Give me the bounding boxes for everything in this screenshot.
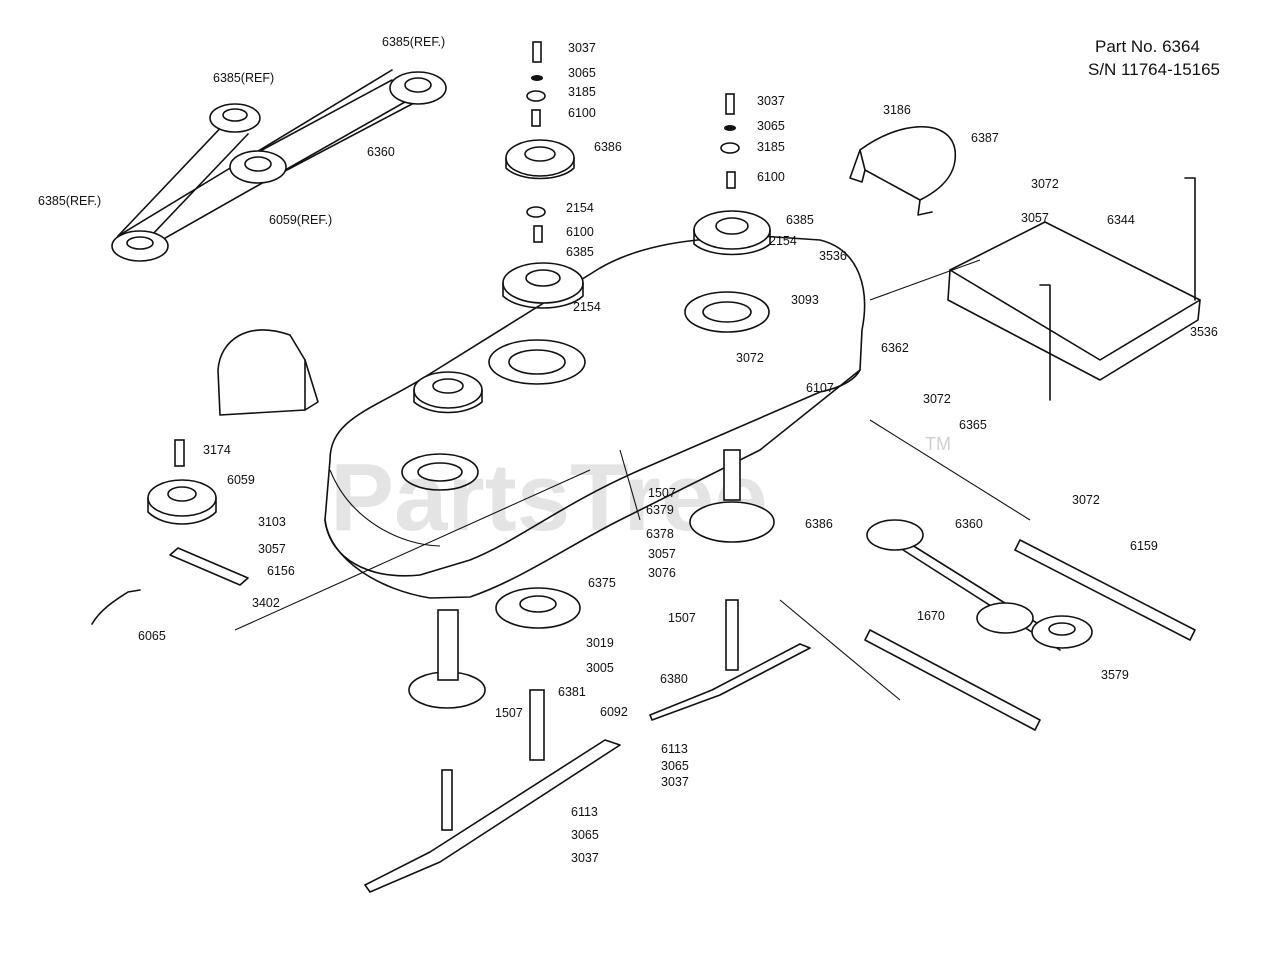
callout-3536-a: 3536 [819,249,847,263]
right-belt-cover [849,125,957,216]
callout-3579: 3579 [1101,668,1129,682]
callout-6386-lower: 6386 [805,517,833,531]
callout-6385-ref-lower: 6385(REF.) [38,194,101,208]
callout-6387: 6387 [971,131,999,145]
callout-6113-a: 6113 [661,742,688,756]
callout-3065-a: 3065 [568,66,596,80]
callout-1507-b: 1507 [495,706,523,720]
callout-3072-c: 3072 [923,392,951,406]
callout-3072-d: 3072 [1072,493,1100,507]
watermark-trademark: TM [925,434,951,454]
left-spindle-pulley [401,371,483,491]
callout-2154-a: 2154 [566,201,594,215]
callout-2154-b: 2154 [573,300,601,314]
callout-6385-center: 6385 [566,245,594,259]
callout-6100-b: 6100 [566,225,594,239]
callout-6059: 6059 [227,473,255,487]
callout-labels: 6385(REF.) 6385(REF) 6360 6385(REF.) 605… [38,35,1218,865]
callout-6113-b: 6113 [571,805,598,819]
callout-3037-d: 3037 [571,851,599,865]
callout-3103: 3103 [258,515,286,529]
callout-3065-b: 3065 [757,119,785,133]
serial-range: S/N 11764-15165 [1088,60,1220,79]
linkage-rods [864,539,1196,731]
callout-6360-upper: 6360 [367,145,395,159]
callout-3072-a: 3072 [1031,177,1059,191]
watermark: PartsTree [330,444,768,551]
callout-6380: 6380 [660,672,688,686]
left-belt-cover [217,329,319,416]
right-spindle-pulley [684,93,771,333]
callout-6159: 6159 [1130,539,1158,553]
callout-3185-b: 3185 [757,140,785,154]
callout-1507-a: 1507 [648,486,676,500]
callout-1670: 1670 [917,609,945,623]
callout-6360-lower: 6360 [955,517,983,531]
lower-belt-assembly [866,519,1093,651]
callout-6092: 6092 [600,705,628,719]
callout-6059-ref: 6059(REF.) [269,213,332,227]
callout-3019: 3019 [586,636,614,650]
callout-6344: 6344 [1107,213,1135,227]
callout-6107: 6107 [806,381,834,395]
callout-6100-c: 6100 [757,170,785,184]
callout-3065-c: 3065 [661,759,689,773]
callout-3185-a: 3185 [568,85,596,99]
callout-6065: 6065 [138,629,166,643]
part-number: Part No. 6364 [1095,37,1200,56]
callout-6375: 6375 [588,576,616,590]
idler-assembly [91,439,249,625]
callout-3037-c: 3037 [661,775,689,789]
callout-3057-a: 3057 [1021,211,1049,225]
callout-3186: 3186 [883,103,911,117]
callout-6385-ref-left: 6385(REF) [213,71,274,85]
left-blade-spindle [364,609,621,893]
callout-3174: 3174 [203,443,231,457]
callout-3072-b: 3072 [736,351,764,365]
mounting-bracket [947,177,1201,401]
right-blade-spindle [649,449,811,721]
callout-3093: 3093 [791,293,819,307]
callout-6362: 6362 [881,341,909,355]
callout-3057-c: 3057 [648,547,676,561]
callout-6100-a: 6100 [568,106,596,120]
belt-assembly-ref [111,69,447,262]
callout-3076: 3076 [648,566,676,580]
callout-3037-b: 3037 [757,94,785,108]
callout-3065-d: 3065 [571,828,599,842]
callout-3057-b: 3057 [258,542,286,556]
leader-lines [234,259,1031,701]
callout-1507-c: 1507 [668,611,696,625]
callout-6386-top: 6386 [594,140,622,154]
callout-6379: 6379 [646,503,674,517]
callout-3005: 3005 [586,661,614,675]
callout-3402: 3402 [252,596,280,610]
callout-3536-b: 3536 [1190,325,1218,339]
callout-6381: 6381 [558,685,586,699]
callout-2154-c: 2154 [769,234,797,248]
center-blade-spindle [495,587,581,761]
callout-6385-ref-top: 6385(REF.) [382,35,445,49]
center-spindle-pulley [488,41,586,385]
callout-6156: 6156 [267,564,295,578]
callout-3037-a: 3037 [568,41,596,55]
callout-6378: 6378 [646,527,674,541]
callout-6385-right: 6385 [786,213,814,227]
callout-6365: 6365 [959,418,987,432]
